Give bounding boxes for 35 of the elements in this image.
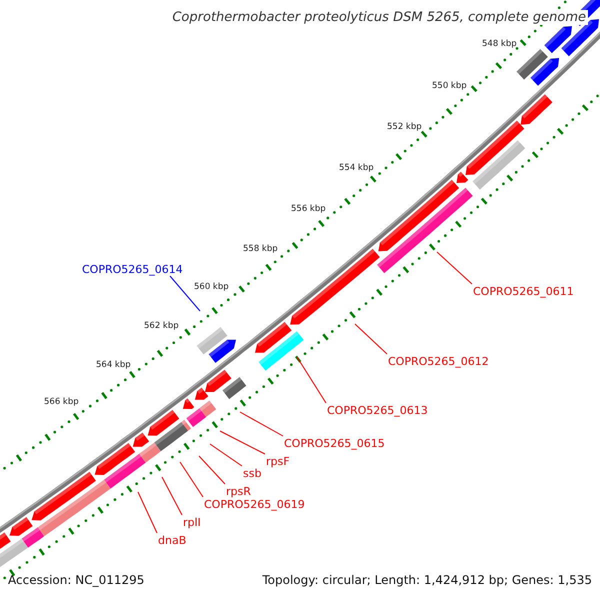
tick-label: 554 kbp [339, 163, 374, 173]
leader-line [180, 462, 204, 498]
tick-label: 560 kbp [194, 282, 229, 292]
tick-label: 552 kbp [387, 122, 422, 132]
leader-line [198, 456, 226, 484]
gene-label: COPRO5265_0614 [82, 263, 183, 276]
tick-label: 556 kbp [291, 204, 326, 214]
footer-text: Accession: NC_011295 [8, 573, 144, 587]
leader-line [170, 276, 200, 312]
gene-label: rpsF [266, 455, 290, 468]
gene-label: rpsR [226, 485, 251, 498]
tick-label: 566 kbp [44, 397, 79, 407]
gene-label: COPRO5265_0615 [284, 437, 385, 450]
leader-line [240, 412, 284, 436]
gene-label: COPRO5265_0613 [327, 404, 428, 417]
gene-label: ssb [243, 467, 262, 480]
leader-line [436, 252, 472, 284]
tick-label: 550 kbp [432, 81, 467, 91]
gene-label: dnaB [158, 534, 186, 547]
gene-label: COPRO5265_0611 [473, 285, 574, 298]
leader-line [210, 444, 242, 466]
tick-label: 562 kbp [144, 321, 179, 331]
gene-label: rplI [183, 516, 201, 529]
leader-line [354, 324, 388, 354]
leader-line [296, 356, 326, 404]
title: Coprothermobacter proteolyticus DSM 5265, complete genome [170, 10, 588, 25]
gene-label: COPRO5265_0619 [204, 498, 305, 511]
tick-label: 558 kbp [243, 244, 278, 254]
gene-label: COPRO5265_0612 [388, 355, 489, 368]
tick-label: 564 kbp [96, 360, 131, 370]
footer-text: Topology: circular; Length: 1,424,912 bp; Genes: 1,535 [262, 573, 592, 587]
leader-line [220, 430, 266, 454]
leader-line [138, 492, 158, 534]
leader-line [162, 476, 182, 516]
tick-label: 548 kbp [482, 39, 517, 49]
